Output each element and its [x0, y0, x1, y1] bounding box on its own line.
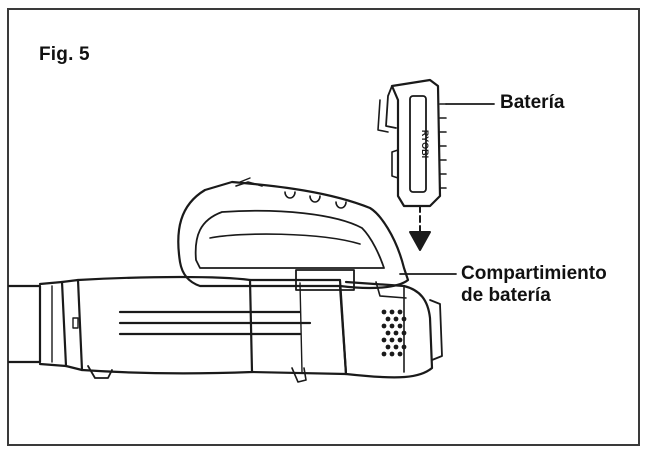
blower-rear-housing: [344, 280, 443, 379]
compartment-callout-line2: de batería: [461, 285, 551, 306]
insert-direction-arrow: [409, 205, 431, 251]
compartment-callout-line1: Compartimiento: [461, 263, 607, 284]
blower-handle: [177, 177, 410, 376]
vent-grid: [381, 309, 407, 357]
battery-callout: Batería: [500, 92, 565, 113]
battery-pack: [377, 78, 447, 208]
blower-tube: [7, 275, 348, 383]
compartment-callout: Compartimiento de batería: [461, 263, 607, 307]
figure-label: Fig. 5: [39, 44, 90, 65]
battery-brand-text: RYOBI: [420, 130, 430, 158]
